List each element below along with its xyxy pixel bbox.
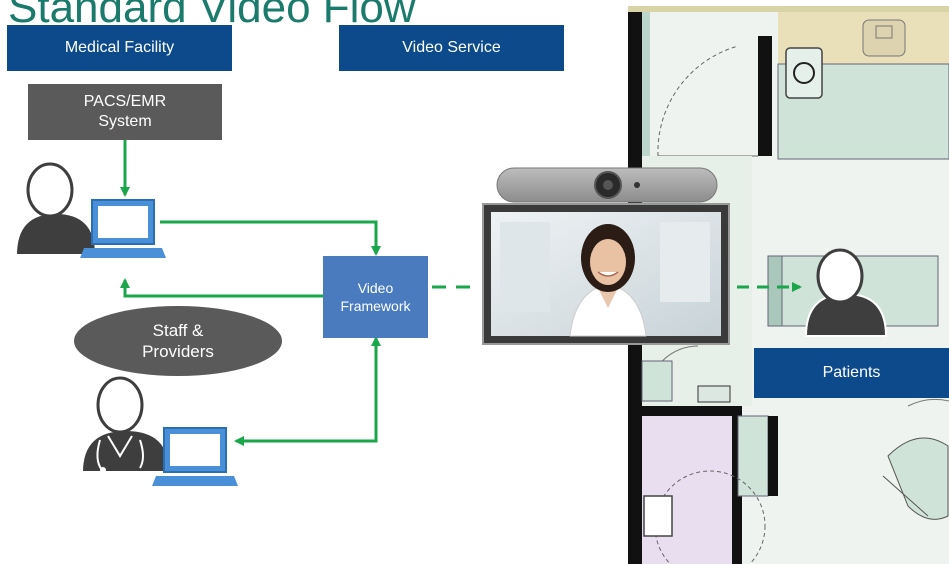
diagram-title: Standard Video Flow bbox=[8, 0, 416, 32]
patients-label: Patients bbox=[754, 348, 949, 398]
laptop-icon-bottom bbox=[152, 427, 238, 486]
video-service-header: Video Service bbox=[339, 25, 564, 71]
pacs-emr-system-box: PACS/EMR System bbox=[28, 84, 222, 140]
patient-person-icon bbox=[804, 248, 888, 337]
video-framework-box: Video Framework bbox=[323, 256, 428, 338]
provider-person-icon bbox=[80, 376, 172, 473]
arrow-framework-to-bottom-laptop bbox=[234, 350, 378, 446]
arrow-framework-to-laptop bbox=[120, 278, 323, 298]
staff-person-icon bbox=[14, 162, 98, 256]
laptop-icon bbox=[80, 199, 166, 258]
medical-facility-header: Medical Facility bbox=[7, 25, 232, 71]
staff-providers-label: Staff & Providers bbox=[74, 306, 282, 376]
arrow-laptop-to-framework bbox=[160, 220, 381, 256]
floor-plan-illustration bbox=[628, 6, 949, 564]
